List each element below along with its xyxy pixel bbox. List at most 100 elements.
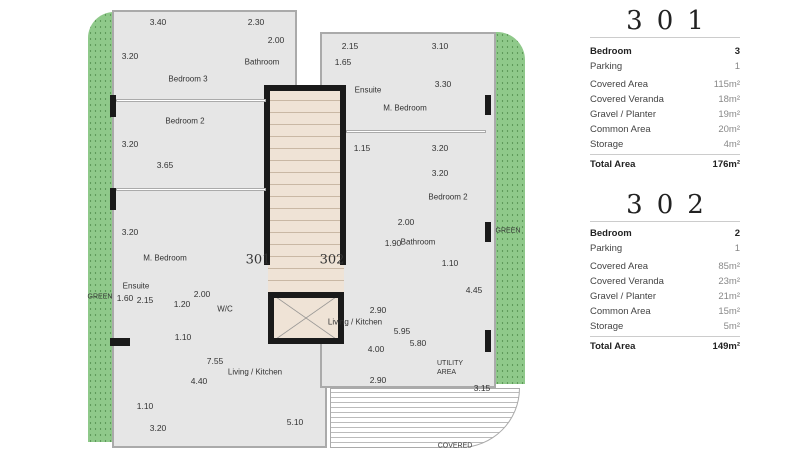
spec-row: Gravel / Planter 21m² [590, 289, 740, 304]
spec-value: 2 [734, 228, 740, 239]
dim-label: 3.20 [121, 139, 139, 149]
spec-row: Common Area 20m² [590, 122, 740, 137]
dim-label: 1.10 [174, 332, 192, 342]
dim-label: 2.15 [136, 295, 154, 305]
dim-label: 3.30 [434, 79, 452, 89]
dim-label: 3.20 [121, 51, 139, 61]
spec-row: Parking 1 [590, 241, 740, 256]
spec-label: Gravel / Planter [590, 109, 656, 120]
spec-value: 85m² [718, 261, 740, 272]
spec-value: 1 [734, 243, 740, 254]
dim-label: 3.20 [149, 423, 167, 433]
dim-label: 5.95 [393, 326, 411, 336]
dim-label: 3.20 [121, 227, 139, 237]
spec-value: 5m² [723, 321, 740, 332]
spec-label: Common Area [590, 124, 651, 135]
spec-value: 19m² [718, 109, 740, 120]
dim-label: 7.55 [206, 356, 224, 366]
dim-label: 1.10 [136, 401, 154, 411]
unit-302-specs: 302 Bedroom 2 Parking 1 Covered Area 85m² C… [590, 188, 740, 354]
spec-row: Bedroom 3 [590, 44, 740, 59]
room-label: Bathroom [400, 237, 436, 247]
spec-value: 18m² [718, 94, 740, 105]
spec-label: Bedroom [590, 46, 632, 57]
dim-label: 1.90 [384, 238, 402, 248]
spec-value: 1 [734, 61, 740, 72]
partition [346, 130, 486, 133]
dim-label: 3.40 [149, 17, 167, 27]
spec-value: 15m² [718, 306, 740, 317]
spec-value: 115m² [713, 79, 740, 90]
spec-label: Gravel / Planter [590, 291, 656, 302]
core-wall [340, 85, 346, 265]
spec-row: Gravel / Planter 19m² [590, 107, 740, 122]
dim-label: 5.80 [409, 338, 427, 348]
spec-value: 21m² [718, 291, 740, 302]
spec-row: Storage 5m² [590, 319, 740, 334]
room-label: Bathroom [244, 57, 280, 67]
total-label: Total Area [590, 159, 636, 170]
total-value: 176m² [712, 159, 740, 170]
dim-label: 2.30 [247, 17, 265, 27]
spec-label: Parking [590, 61, 623, 72]
core-wall [264, 85, 270, 265]
unit-title: 302 [590, 188, 740, 222]
dim-label: 4.40 [190, 376, 208, 386]
spec-value: 3 [734, 46, 740, 57]
room-label: Ensuite [354, 85, 382, 95]
dim-label: 1.10 [441, 258, 459, 268]
left-garden [88, 12, 114, 442]
unit-tag: 302 [319, 252, 345, 268]
room-label: Living / Kitchen [227, 367, 283, 377]
spec-label: Storage [590, 139, 624, 150]
dim-label: 2.15 [341, 41, 359, 51]
spec-value: 4m² [723, 139, 740, 150]
dim-label: 5.10 [286, 417, 304, 427]
dim-label: 2.90 [369, 305, 387, 315]
spec-value: 23m² [718, 276, 740, 287]
spec-row: Covered Area 85m² [590, 259, 740, 274]
wall [110, 188, 116, 210]
wall [485, 95, 491, 115]
spec-label: Covered Area [590, 261, 649, 272]
spec-label: Parking [590, 243, 623, 254]
dim-label: 2.00 [193, 289, 211, 299]
stair-core [268, 88, 344, 292]
unit-title: 301 [590, 4, 740, 38]
total-row: Total Area 176m² [590, 154, 740, 172]
partition [116, 188, 266, 191]
spec-label: Storage [590, 321, 624, 332]
wall [485, 222, 491, 242]
total-label: Total Area [590, 341, 636, 352]
spec-label: Covered Veranda [590, 276, 664, 287]
right-garden [495, 32, 525, 384]
dim-label: 3.65 [156, 160, 174, 170]
left-living-floor [112, 330, 327, 448]
spec-label: Common Area [590, 306, 651, 317]
spec-value: 20m² [718, 124, 740, 135]
core-wall [264, 85, 346, 91]
right-veranda [330, 388, 520, 448]
room-label: UTILITY AREA [437, 360, 463, 376]
spec-row: Storage 4m² [590, 137, 740, 152]
dim-label: 1.15 [353, 143, 371, 153]
room-label: Living / Kitchen [327, 317, 383, 327]
dim-label: 2.00 [397, 217, 415, 227]
spec-row: Bedroom 2 [590, 226, 740, 241]
dim-label: 4.45 [465, 285, 483, 295]
room-label: Ensuite [122, 281, 150, 291]
unit-tag: 301 [245, 252, 271, 268]
room-label: W/C [217, 304, 233, 314]
dim-label: 1.60 [116, 293, 134, 303]
partition [116, 99, 266, 102]
lift-shaft [268, 292, 344, 344]
spec-label: Bedroom [590, 228, 632, 239]
dim-label: 3.20 [431, 168, 449, 178]
garden-label: GREEN [87, 293, 113, 301]
veranda-label: COVERED [437, 442, 473, 450]
room-label: Bedroom 3 [168, 74, 208, 84]
spec-row: Common Area 15m² [590, 304, 740, 319]
